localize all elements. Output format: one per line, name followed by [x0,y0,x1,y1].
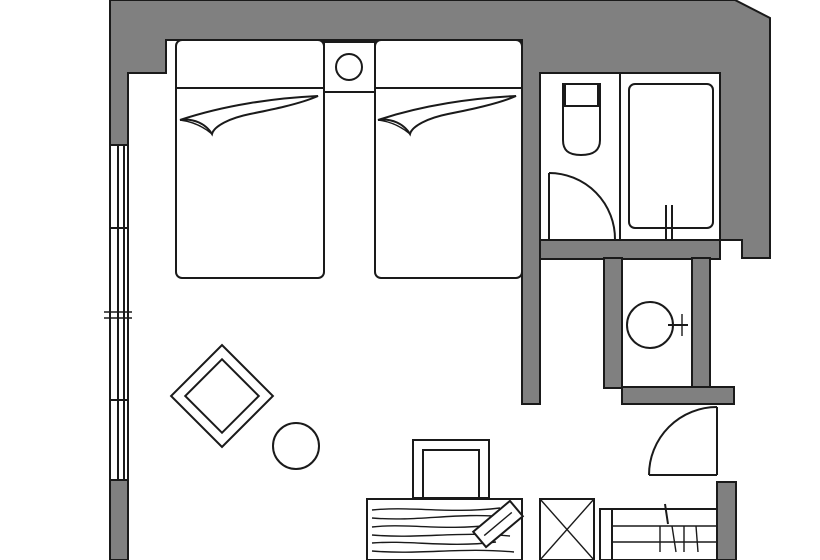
vanity-bottom-wall [621,386,735,405]
armchair-icon [169,343,275,449]
bathtub-icon [619,72,721,241]
door-swing-icon [648,406,718,476]
nightstand-lamp-icon [323,41,376,93]
luggage-rack-icon [539,498,595,560]
bed-icon [175,39,325,279]
door-swing-icon [548,172,617,241]
bed-icon [374,39,523,279]
desk-icon [366,498,525,560]
entry-wall [716,481,737,560]
closet-icon [599,503,718,560]
toilet-icon [562,83,601,157]
bath-partition-wall [539,239,721,260]
vanity-right-wall [691,257,711,389]
desk-chair-icon [412,439,490,499]
washbasin-icon [621,258,693,388]
walls [109,0,771,560]
vanity-side-wall [603,257,623,389]
window-icon [104,144,132,481]
round-side-table-icon [272,422,320,470]
